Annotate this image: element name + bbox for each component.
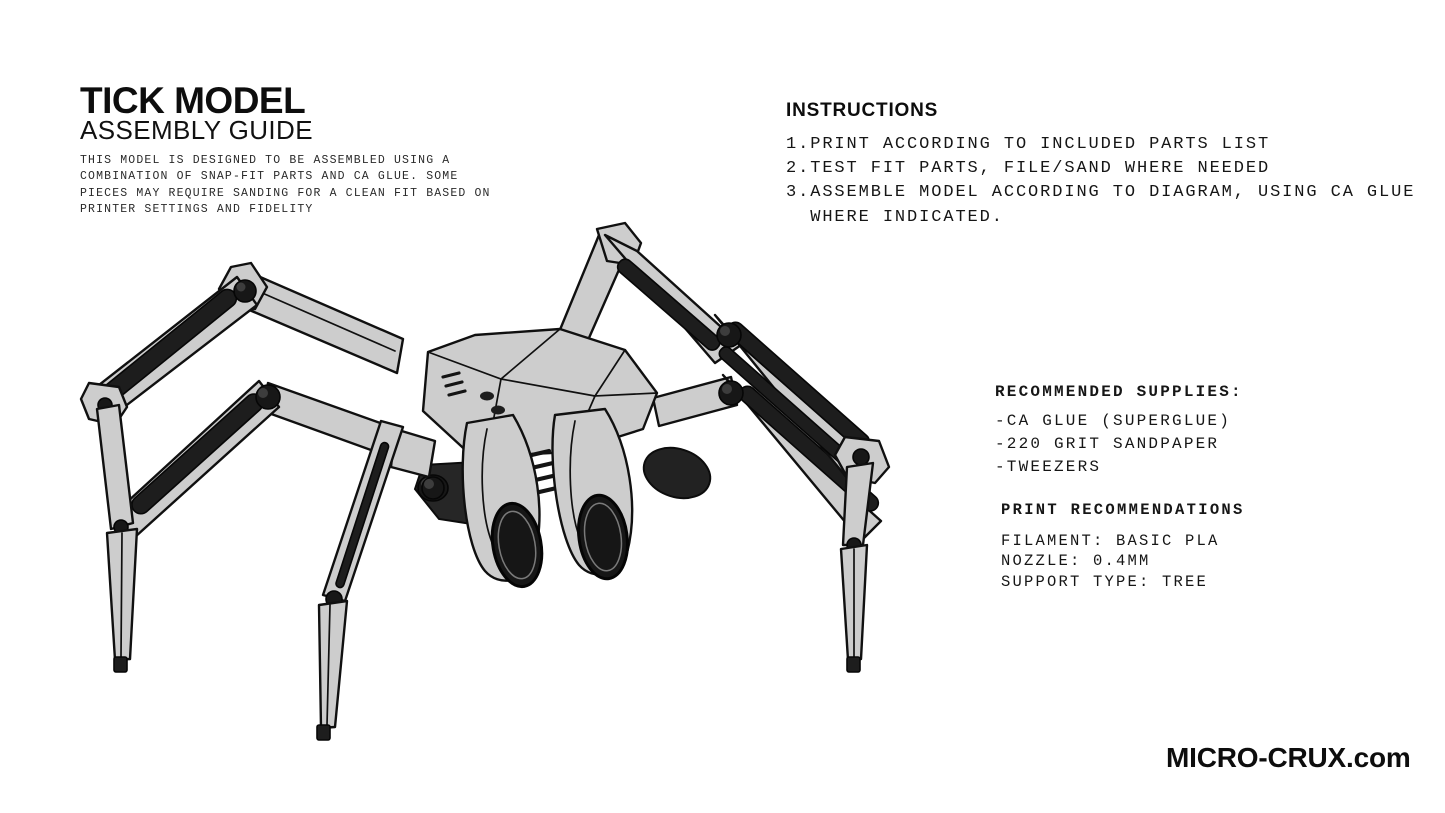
- model-description: THIS MODEL IS DESIGNED TO BE ASSEMBLED U…: [80, 154, 491, 216]
- supply-item: -220 GRIT SANDPAPER: [995, 435, 1220, 453]
- print-recommendations-heading: PRINT RECOMMENDATIONS: [1001, 501, 1245, 519]
- print-recommendations-list: FILAMENT: BASIC PLA NOZZLE: 0.4MM SUPPOR…: [1001, 531, 1245, 593]
- leg-left-high: [79, 261, 405, 673]
- supply-item: -CA GLUE (SUPERGLUE): [995, 412, 1232, 430]
- page-subtitle: ASSEMBLY GUIDE: [80, 115, 313, 145]
- leg-left-front: [316, 419, 445, 741]
- instruction-step: 2. TEST FIT PARTS, FILE/SAND WHERE NEEDE…: [786, 157, 1445, 181]
- tick-model-illustration: [79, 221, 891, 741]
- page-title: TICK MODEL: [80, 80, 306, 121]
- step-number: 2.: [786, 159, 811, 179]
- supplies-heading: RECOMMENDED SUPPLIES:: [995, 383, 1243, 401]
- instructions-list: 1. PRINT ACCORDING TO INCLUDED PARTS LIS…: [786, 133, 1445, 230]
- recommended-supplies-section: RECOMMENDED SUPPLIES: -CA GLUE (SUPERGLU…: [995, 384, 1243, 479]
- instruction-step: 3. ASSEMBLE MODEL ACCORDING TO DIAGRAM, …: [786, 181, 1445, 229]
- instructions-heading: INSTRUCTIONS: [786, 100, 939, 121]
- leg-right-mid: [651, 373, 883, 543]
- supply-item: -TWEEZERS: [995, 458, 1102, 476]
- print-setting: FILAMENT: BASIC PLA: [1001, 531, 1220, 550]
- step-text: TEST FIT PARTS, FILE/SAND WHERE NEEDED: [810, 159, 1271, 179]
- step-number: 3.: [786, 183, 811, 203]
- step-text: PRINT ACCORDING TO INCLUDED PARTS LIST: [810, 135, 1271, 154]
- supplies-list: -CA GLUE (SUPERGLUE) -220 GRIT SANDPAPER…: [995, 410, 1243, 479]
- step-number: 1.: [786, 135, 811, 154]
- print-setting: NOZZLE: 0.4MM: [1001, 552, 1151, 571]
- leg-left-mid: [111, 379, 402, 539]
- instruction-step: 1. PRINT ACCORDING TO INCLUDED PARTS LIS…: [786, 133, 1445, 157]
- brand-logo: MICRO-CRUX.com: [1166, 742, 1411, 773]
- print-recommendations-section: PRINT RECOMMENDATIONS FILAMENT: BASIC PL…: [1001, 501, 1245, 593]
- mandible-left: [461, 413, 544, 589]
- print-setting: SUPPORT TYPE: TREE: [1001, 572, 1209, 591]
- mandible-right: [551, 407, 634, 581]
- step-text: ASSEMBLE MODEL ACCORDING TO DIAGRAM, USI…: [810, 183, 1416, 227]
- leg-right-high: [555, 221, 891, 673]
